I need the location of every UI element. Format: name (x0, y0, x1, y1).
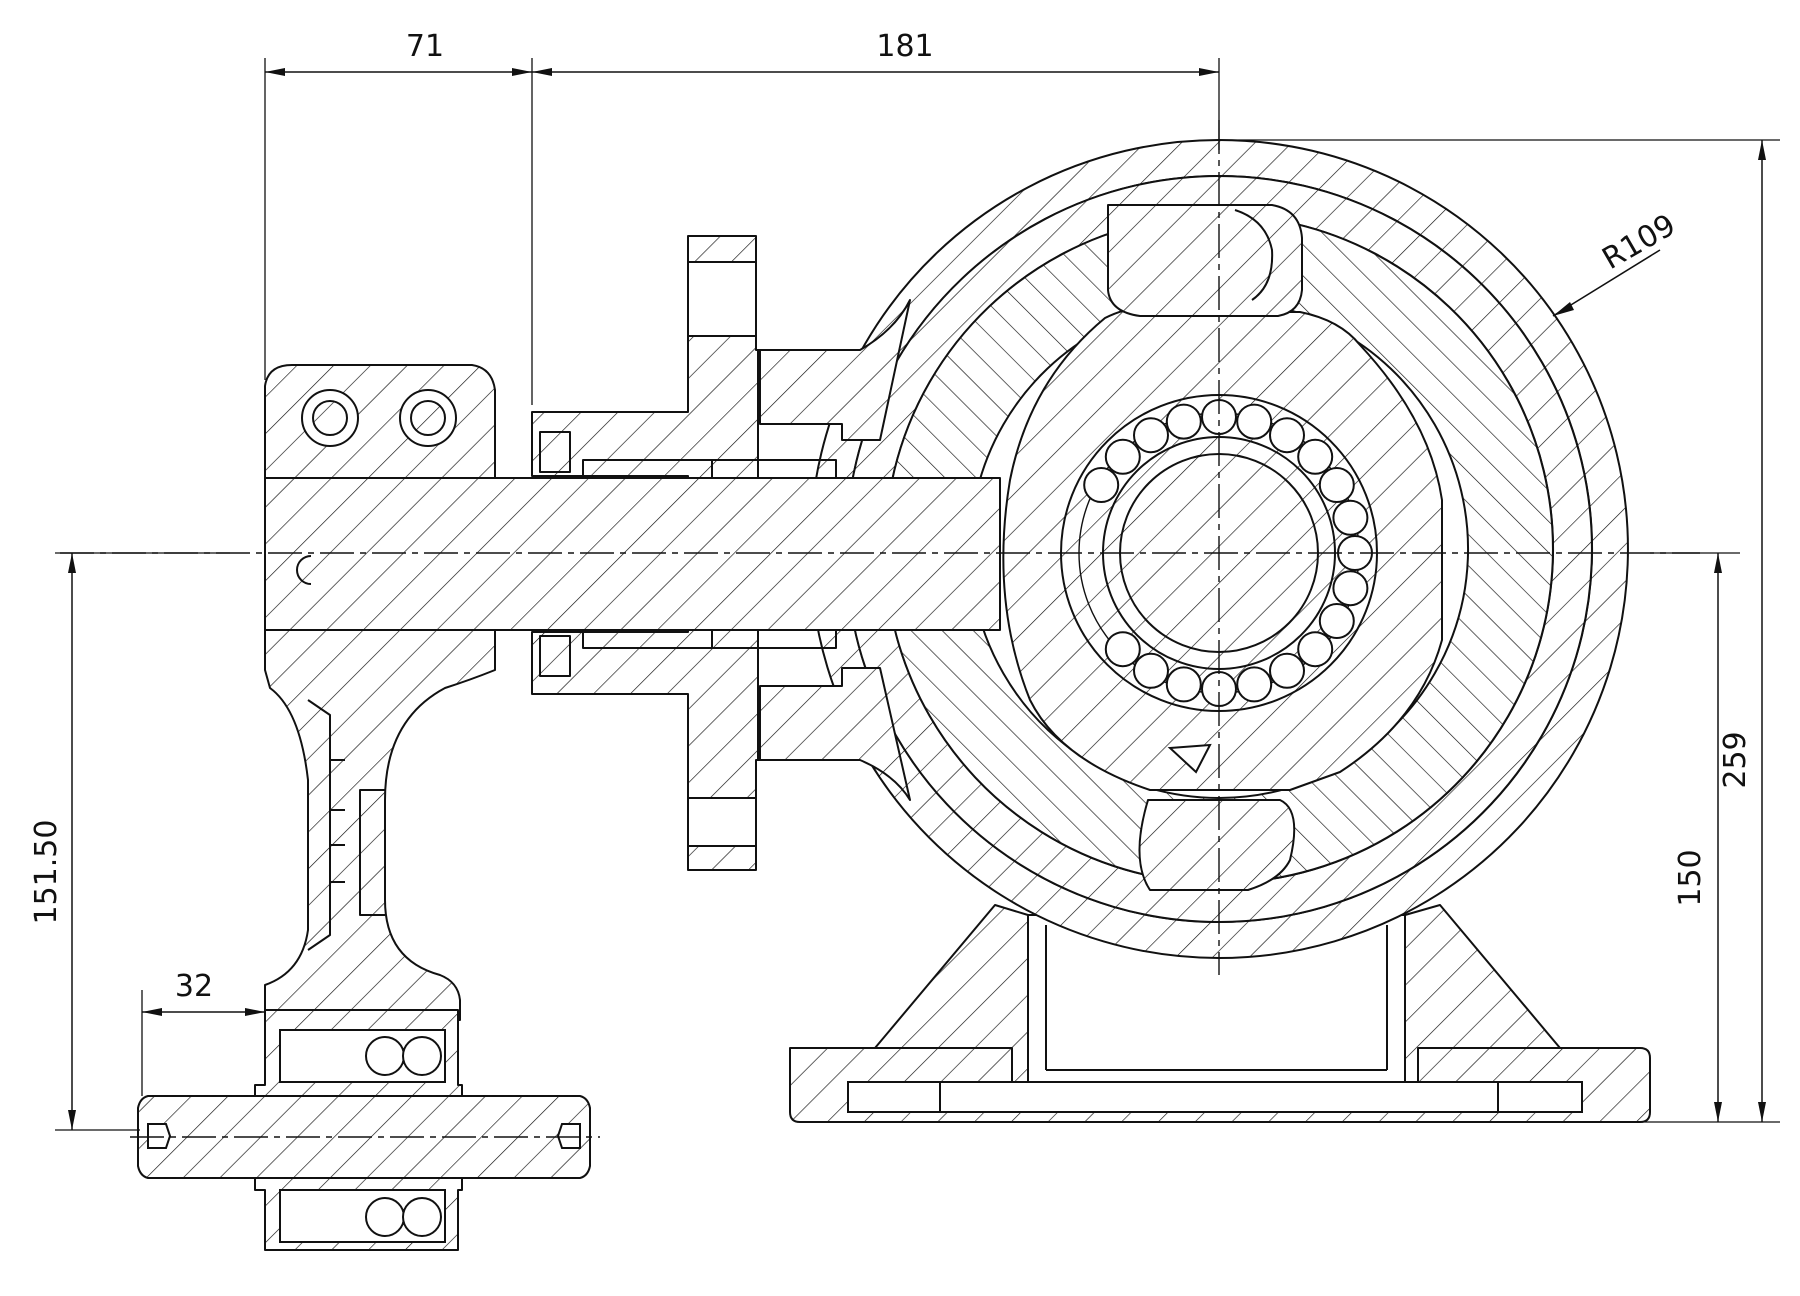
bearing-ball (1165, 666, 1202, 703)
idler-assembly (137, 1009, 591, 1251)
bearing-ball (1297, 438, 1334, 475)
flange-bolt-hole-top (687, 261, 757, 337)
mounting-bracket (264, 364, 496, 479)
dim-r109-label: R109 (1597, 208, 1682, 277)
bearing-ball (1269, 417, 1305, 454)
housing-neck-lower (757, 667, 911, 801)
bearing-ball (1165, 403, 1202, 440)
bearing-ball (1104, 438, 1141, 475)
bearing-ball (1236, 403, 1273, 440)
bearing-ball (1133, 652, 1169, 689)
oil-seal-top (539, 431, 571, 473)
housing-neck (757, 299, 911, 441)
bearing-ball (1236, 666, 1273, 703)
dim-181-label: 181 (876, 29, 933, 64)
gear-housing (757, 139, 1651, 1123)
dim-32-label: 32 (175, 969, 213, 1004)
bearing-ball (1297, 631, 1334, 668)
bearing-ball (1269, 652, 1305, 689)
dim-151-50-label: 151.50 (29, 820, 64, 925)
flange-plate (531, 235, 759, 871)
idler-balls (365, 1036, 442, 1237)
dim-259-label: 259 (1718, 731, 1753, 788)
bearing-ball (1332, 499, 1369, 536)
hub-top-boss (1107, 204, 1303, 317)
bearing-ball (1133, 417, 1169, 454)
bearing-ball (1104, 631, 1141, 668)
bearing-ball (1318, 603, 1355, 639)
center-lines (60, 120, 1700, 1138)
dim-71-label: 71 (406, 29, 444, 64)
input-shaft (264, 477, 1001, 631)
input-shaft-assembly (264, 235, 1001, 1021)
bearing-ball (1318, 467, 1355, 503)
housing-base-recess (847, 1081, 1583, 1113)
bearing-ball (1332, 570, 1369, 607)
vertical-arm (264, 629, 496, 1021)
dim-150-label: 150 (1673, 849, 1708, 906)
flange-bolt-hole-bottom (687, 797, 757, 847)
bearing-ball (1083, 467, 1120, 503)
oil-seal-bottom (539, 635, 571, 677)
hub-bottom-lobe (1138, 799, 1296, 891)
